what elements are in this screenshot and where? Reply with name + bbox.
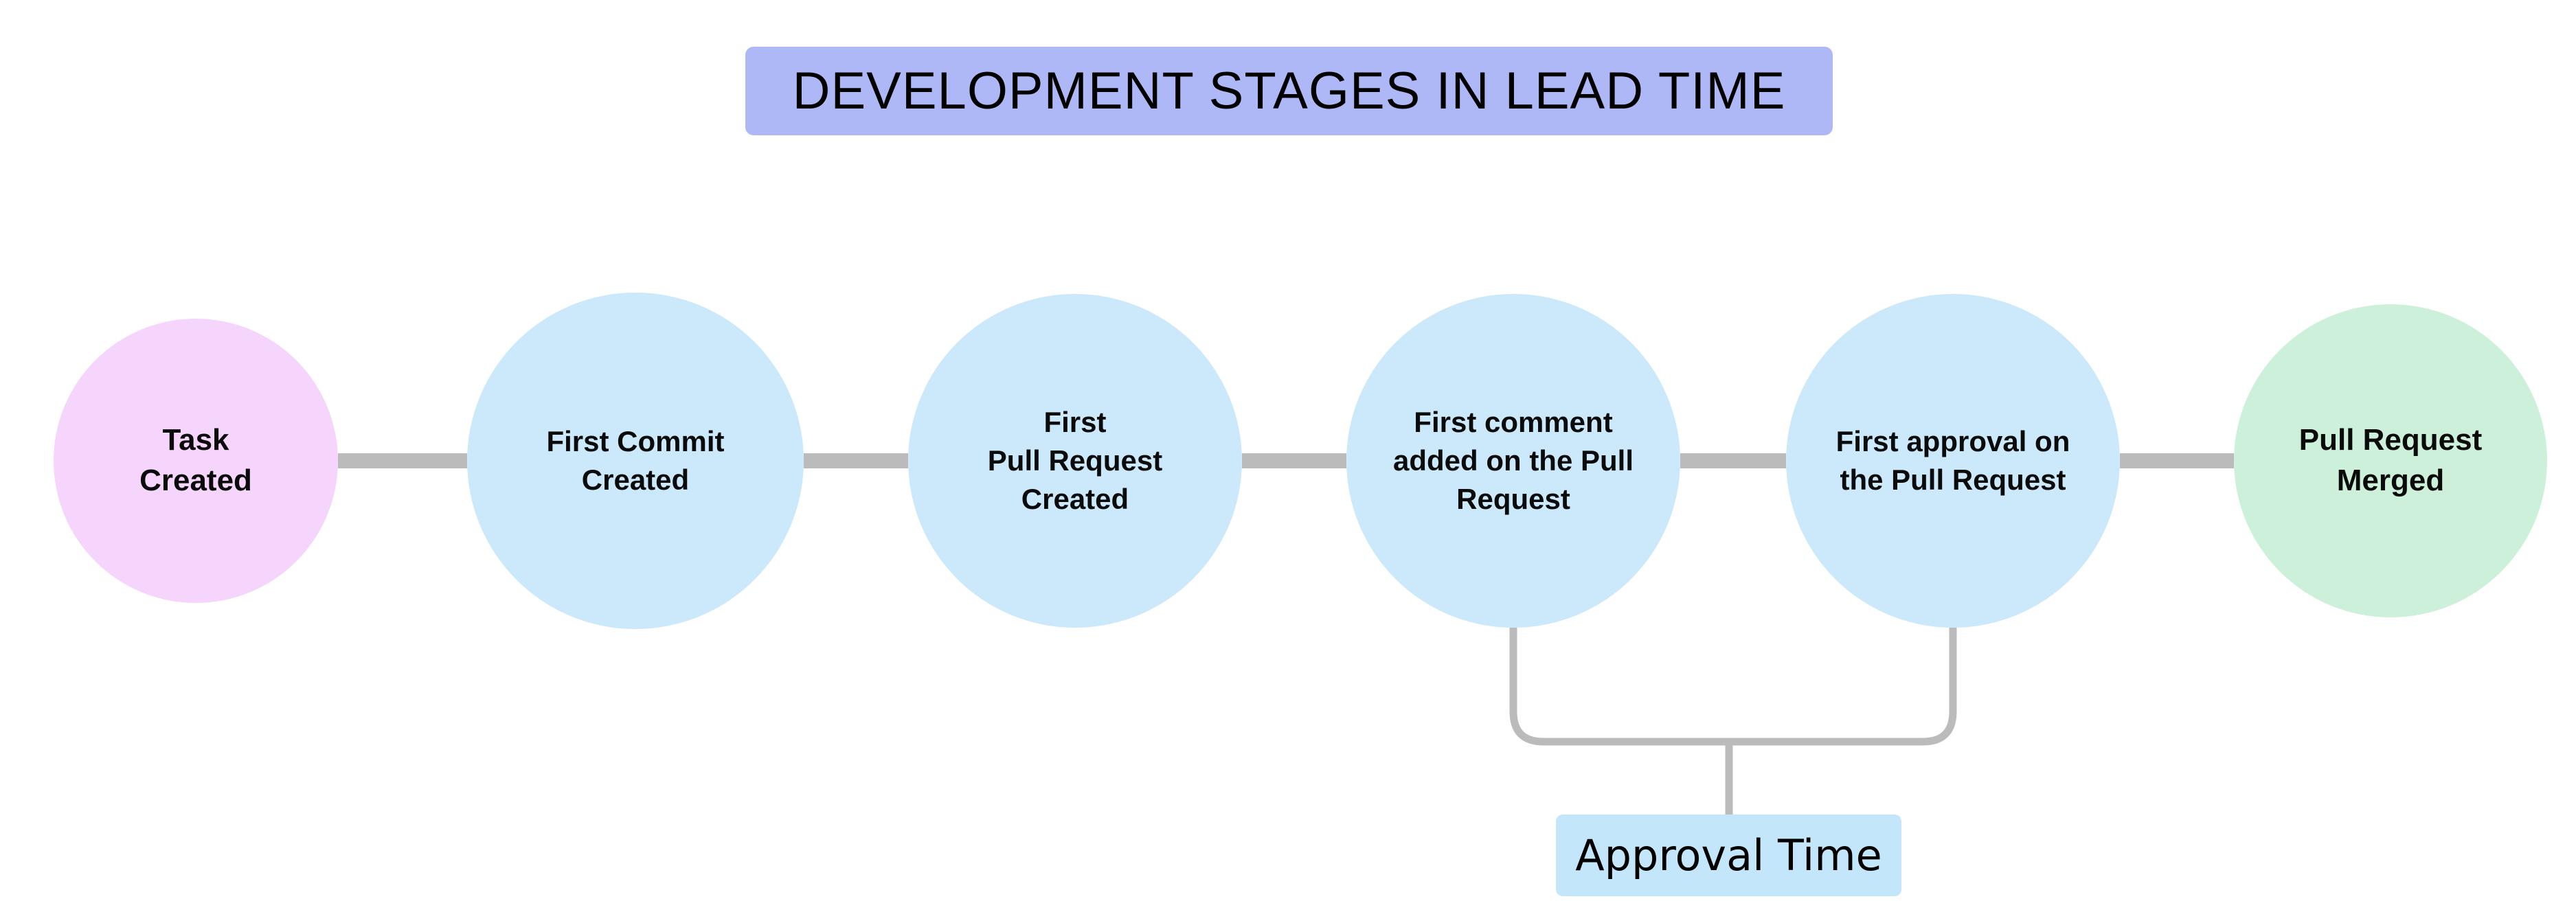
stage-label-first-comment-added: First comment added on the Pull Request [1392,406,1634,515]
stage-circle-first-pull-request-created[interactable] [908,294,1242,628]
diagram-title-banner: DEVELOPMENT STAGES IN LEAD TIME [745,47,1833,135]
stage-circle-first-commit-created[interactable] [467,293,804,629]
stage-circles-layer [54,293,2547,629]
approval-time-bracket-layer [1509,628,1957,814]
page-title: DEVELOPMENT STAGES IN LEAD TIME [792,61,1786,120]
stage-node-first-pull-request-created[interactable]: First Pull Request Created [908,294,1242,628]
connector-4-5 [1680,453,1786,468]
stage-label-first-pull-request-created: First Pull Request Created [987,406,1163,515]
stage-circle-first-approval[interactable] [1786,294,2120,628]
connector-3-4 [1242,453,1346,468]
stage-circle-pull-request-merged[interactable] [2234,304,2547,617]
approval-time-label: Approval Time [1575,830,1882,880]
stage-node-first-approval[interactable]: First approval on the Pull Request [1786,294,2120,628]
stage-node-first-commit-created[interactable]: First Commit Created [467,293,804,629]
stage-circle-first-comment-added[interactable] [1346,294,1680,628]
connectors-layer [338,453,2234,468]
approval-time-annotation: Approval Time [1556,814,1901,896]
stage-label-first-commit-created: First Commit Created [546,425,725,496]
stage-node-task-created[interactable]: Task Created [54,319,338,603]
stage-node-pull-request-merged[interactable]: Pull Request Merged [2234,304,2547,617]
approval-time-bracket [1509,628,1957,746]
stage-label-pull-request-merged: Pull Request Merged [2298,423,2483,497]
connector-2-3 [804,453,908,468]
stage-label-task-created: Task Created [139,423,252,497]
connector-1-2 [338,453,467,468]
connector-5-6 [2120,453,2234,468]
stage-node-first-comment-added[interactable]: First comment added on the Pull Request [1346,294,1680,628]
stage-circle-task-created[interactable] [54,319,338,603]
stage-label-first-approval: First approval on the Pull Request [1835,425,2070,496]
